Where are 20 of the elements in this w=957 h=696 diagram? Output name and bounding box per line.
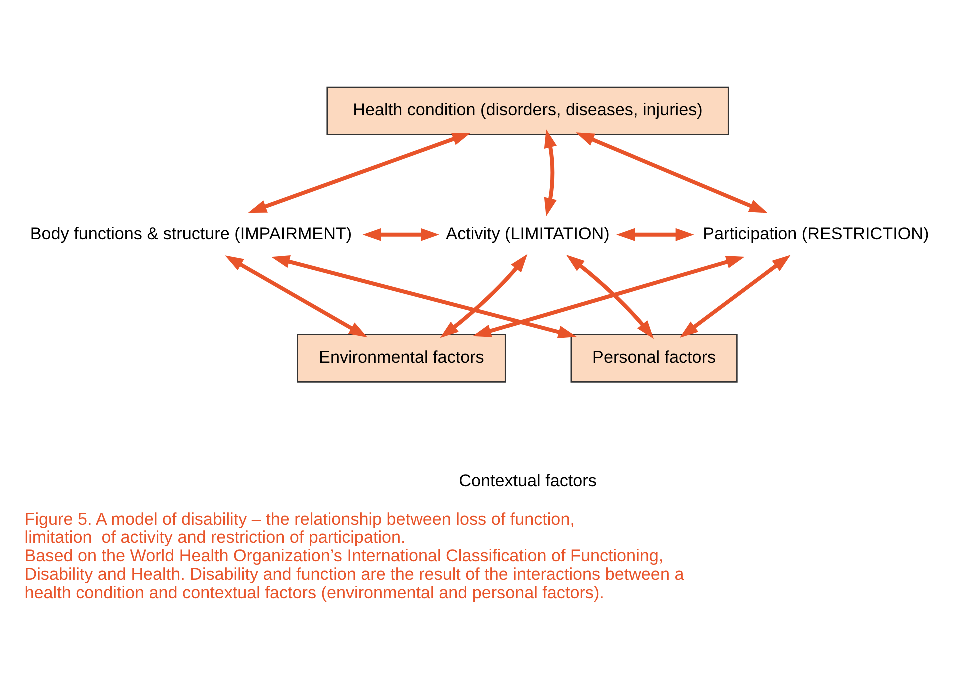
diagram-title: Figure 5. A model of disability – the relationship between loss of function, limitation of activity and restriction of participation.	[24, 510, 574, 548]
caption: Based on the World Health Organization’s International Classification of Functioning, Disability and Health. Disability and function are the result of the interactions between a health condition and contextual factors (environmental and personal factors).	[24, 546, 684, 602]
arrow	[248, 132, 471, 213]
arrow	[616, 228, 694, 242]
node-text: Activity (LIMITATION)	[446, 224, 610, 244]
arrow	[440, 254, 528, 338]
label: Contextual factors	[458, 472, 596, 491]
arrow	[566, 255, 654, 340]
node-text: Participation (RESTRICTION)	[702, 224, 929, 244]
arrow	[270, 256, 576, 339]
node-box: Personal factors	[570, 334, 738, 383]
arrow	[576, 132, 768, 214]
node-text: Body functions & structure (IMPAIRMENT)	[30, 224, 352, 244]
node-box: Health condition (disorders, diseases, injuries)	[326, 86, 729, 136]
arrow	[362, 228, 439, 242]
arrow	[679, 255, 790, 338]
node-box: Environmental factors	[296, 334, 506, 383]
arrow	[224, 256, 368, 338]
arrow	[472, 256, 744, 338]
arrow	[544, 129, 556, 217]
